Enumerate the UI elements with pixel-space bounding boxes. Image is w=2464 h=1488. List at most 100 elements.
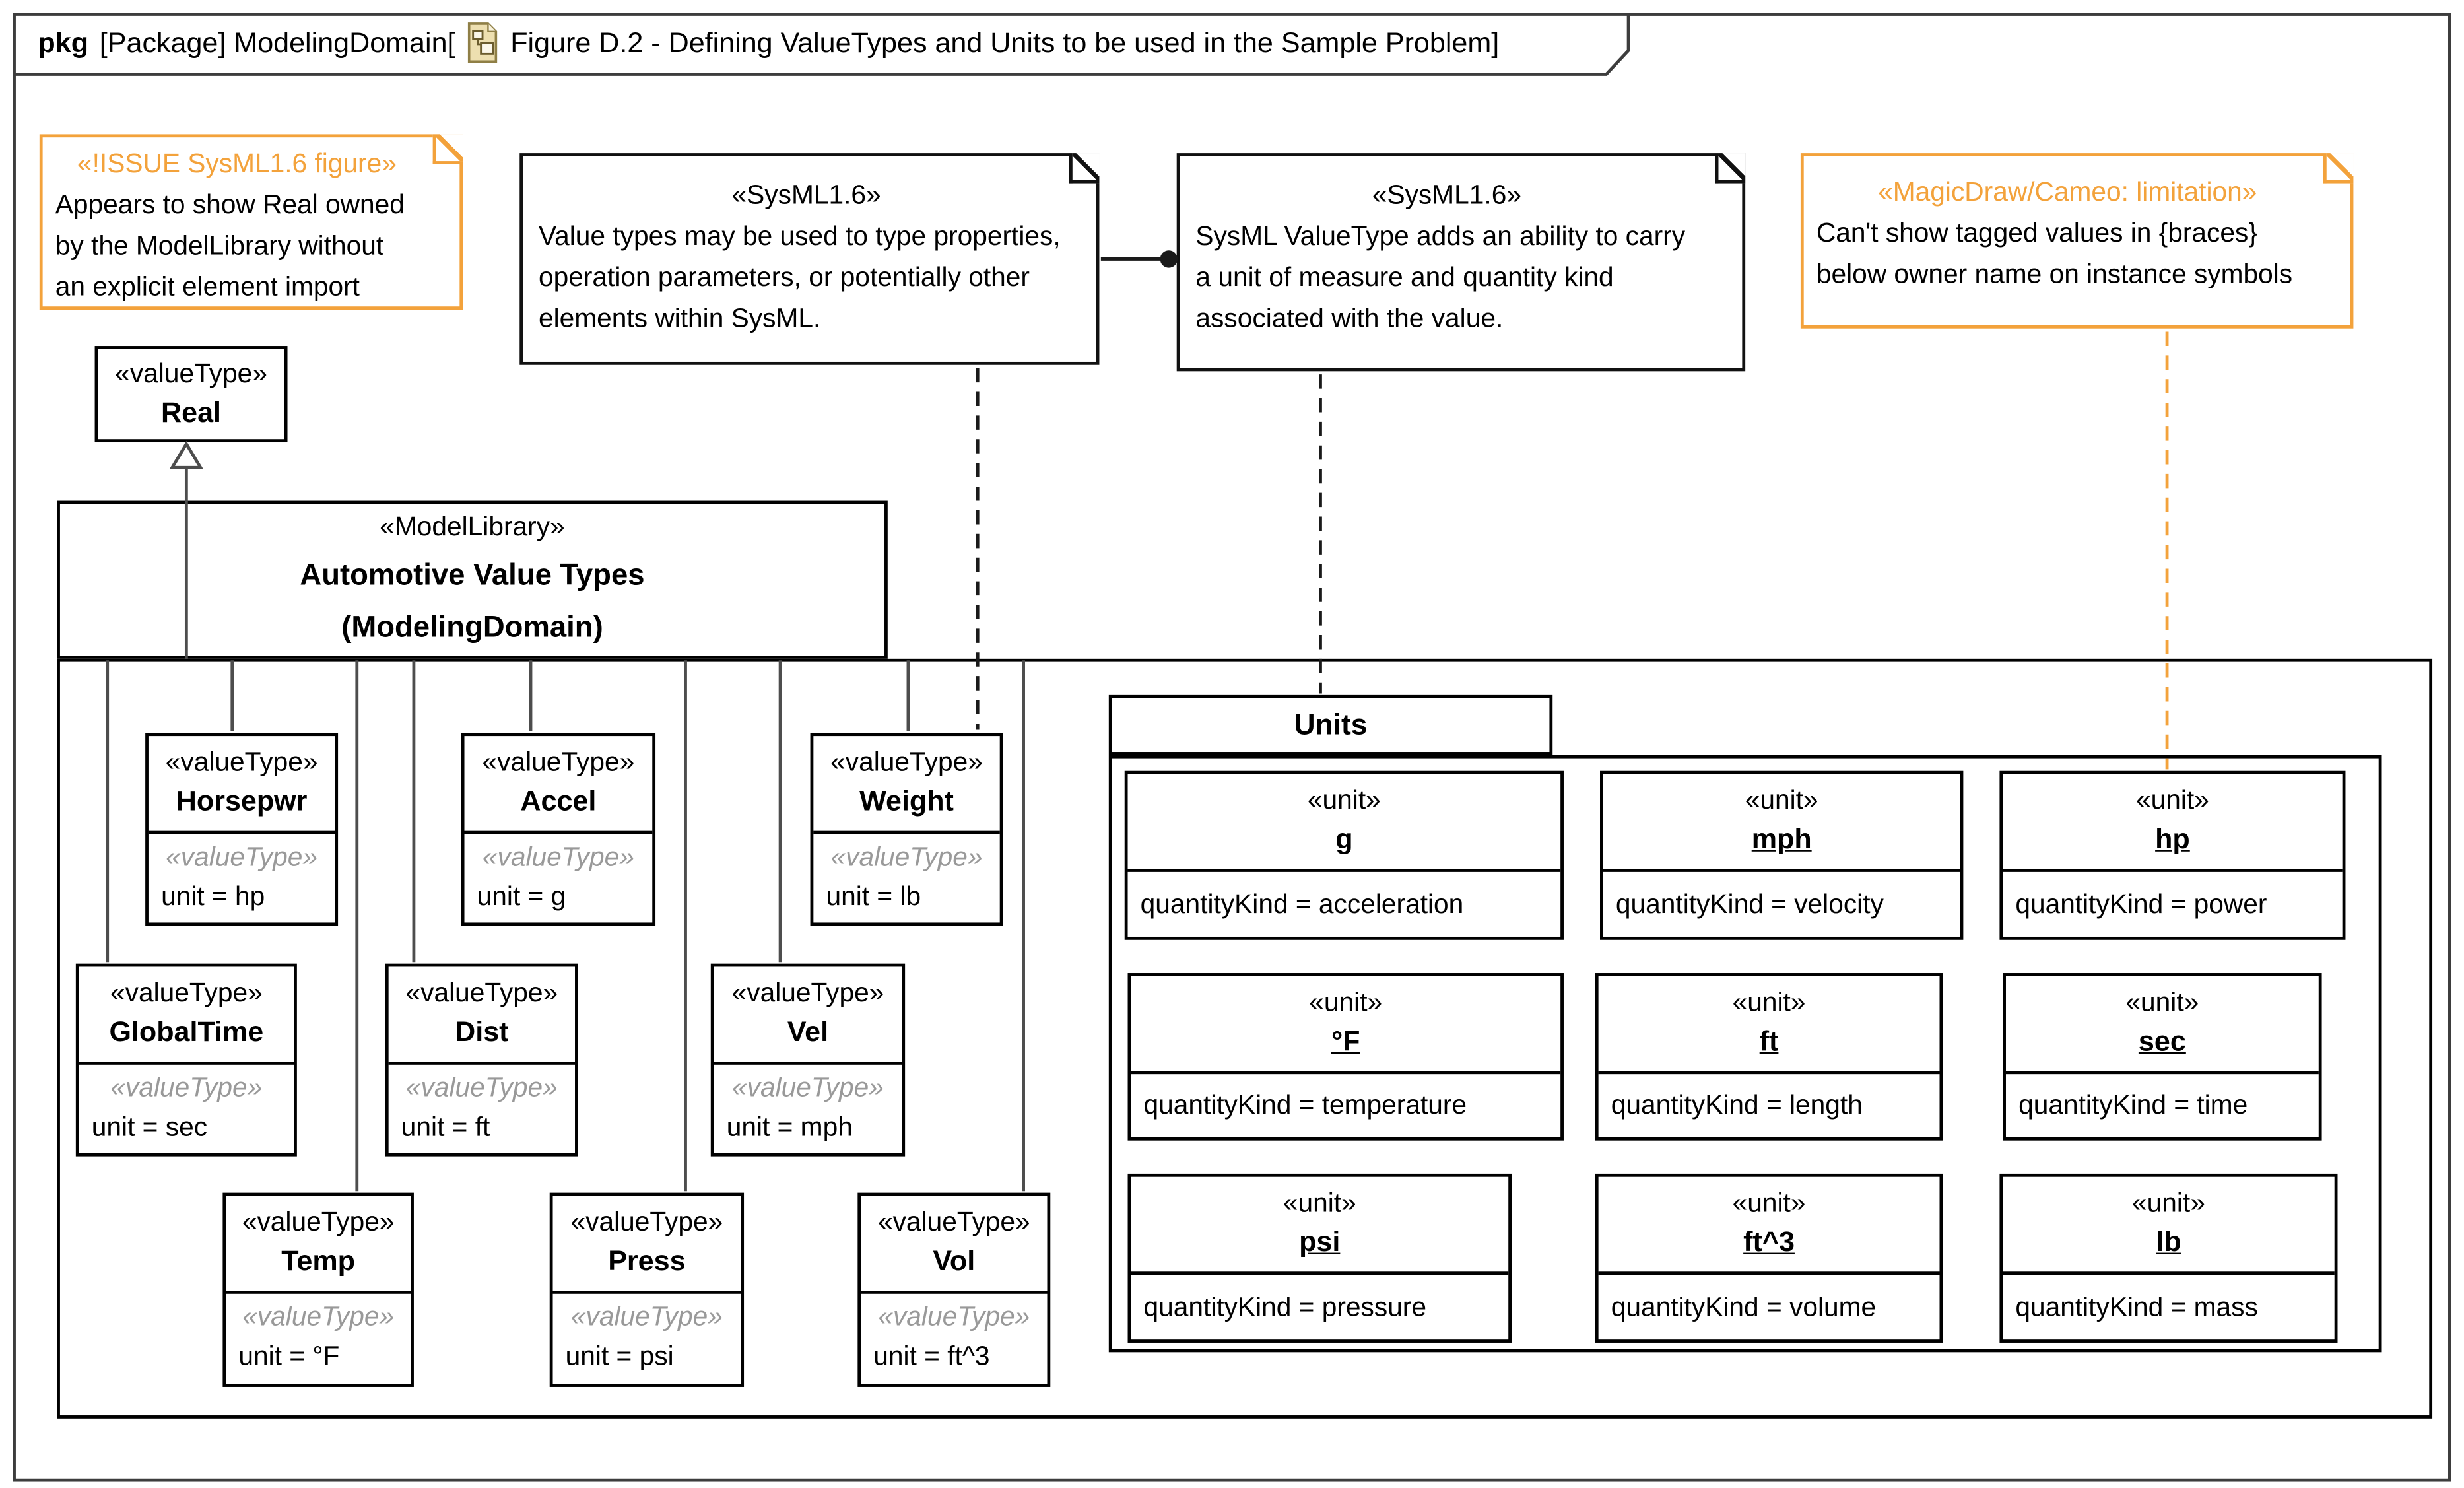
unit-name: psi — [1299, 1225, 1341, 1258]
unit-name: hp — [2155, 823, 2190, 855]
stereotype-label: «unit» — [2135, 785, 2209, 815]
stereotype-label: «valueType» — [570, 1207, 723, 1237]
modellibrary-qualifier: (ModelingDomain) — [341, 611, 603, 645]
stereotype-label: «valueType» — [405, 978, 558, 1008]
stereotype-label: «valueType» — [165, 747, 318, 778]
stereotype-label: «valueType» — [242, 1207, 395, 1237]
valuetype-name: Weight — [859, 785, 954, 817]
unit-hp[interactable]: «unit» hp quantityKind = power — [1999, 770, 2346, 940]
valuetype-name: Press — [608, 1244, 686, 1277]
applied-stereotype-label: «valueType» — [110, 1072, 263, 1103]
applied-stereotype-label: «valueType» — [405, 1072, 558, 1103]
class-real[interactable]: «valueType» Real — [94, 346, 288, 443]
valuetype-horsepwr[interactable]: «valueType» Horsepwr «valueType» unit = … — [145, 733, 339, 926]
note-limitation[interactable]: «MagicDraw/Cameo: limitation» Can't show… — [1800, 153, 2354, 329]
unit-name: g — [1335, 823, 1353, 855]
valuetype-name: Horsepwr — [176, 785, 308, 817]
quantitykind-tag: quantityKind = temperature — [1143, 1090, 1467, 1120]
quantitykind-tag: quantityKind = volume — [1611, 1291, 1877, 1322]
unit-lb[interactable]: «unit» lb quantityKind = mass — [1999, 1173, 2338, 1343]
diagram-context-label: [Package] ModelingDomain[ — [99, 26, 455, 58]
valuetype-accel[interactable]: «valueType» Accel «valueType» unit = g — [461, 733, 656, 926]
note-issue[interactable]: «!ISSUE SysML1.6 figure» Appears to show… — [39, 134, 463, 310]
note-sysml-usage-stereotype: «SysML1.6» — [731, 180, 881, 211]
stereotype-label: «valueType» — [830, 747, 983, 778]
stereotype-label: «unit» — [2132, 1188, 2205, 1218]
valuetype-name: Accel — [520, 785, 597, 817]
valuetype-name: Vel — [787, 1015, 829, 1048]
unit-name: °F — [1331, 1025, 1360, 1057]
class-real-name: Real — [161, 395, 222, 428]
unit-tag: unit = sec — [91, 1112, 208, 1143]
valuetype-globaltime[interactable]: «valueType» GlobalTime «valueType» unit … — [75, 963, 297, 1157]
valuetype-vol[interactable]: «valueType» Vol «valueType» unit = ft^3 — [857, 1192, 1051, 1387]
stereotype-label: «unit» — [2125, 987, 2199, 1018]
unit-name: ft^3 — [1743, 1225, 1795, 1258]
unit-g[interactable]: «unit» g quantityKind = acceleration — [1124, 770, 1564, 940]
unit-tag: unit = hp — [161, 881, 265, 912]
note-sysml-valuetype-stereotype: «SysML1.6» — [1372, 180, 1521, 211]
package-units-name[interactable]: Units — [1108, 694, 1553, 755]
modellibrary-name: Automotive Value Types — [300, 559, 645, 593]
applied-stereotype-label: «valueType» — [166, 842, 318, 872]
applied-stereotype-label: «valueType» — [570, 1301, 723, 1332]
unit-ft[interactable]: «unit» ft quantityKind = length — [1595, 973, 1943, 1141]
unit-tag: unit = ft — [401, 1112, 490, 1143]
unit-sec[interactable]: «unit» sec quantityKind = time — [2003, 973, 2322, 1141]
stereotype-label: «valueType» — [731, 978, 884, 1008]
unit-tag: unit = psi — [565, 1341, 674, 1372]
note-issue-body: Appears to show Real owned by the ModelL… — [55, 189, 405, 302]
unit-tag: unit = °F — [238, 1341, 340, 1372]
unit-tag: unit = g — [477, 881, 566, 912]
note-sysml-valuetype[interactable]: «SysML1.6» SysML ValueType adds an abili… — [1176, 153, 1746, 372]
diagram-title: Figure D.2 - Defining ValueTypes and Uni… — [510, 26, 1500, 58]
stereotype-label: «valueType» — [877, 1207, 1030, 1237]
unit-name: mph — [1751, 823, 1812, 855]
stereotype-label: «valueType» — [482, 747, 635, 778]
stereotype-label: «unit» — [1732, 1188, 1806, 1218]
unit-tag: unit = mph — [726, 1112, 853, 1143]
applied-stereotype-label: «valueType» — [878, 1301, 1030, 1332]
valuetype-name: Vol — [933, 1244, 976, 1277]
note-sysml-valuetype-body: SysML ValueType adds an ability to carry… — [1195, 221, 1686, 333]
valuetype-name: Dist — [455, 1015, 509, 1048]
note-issue-stereotype: «!ISSUE SysML1.6 figure» — [77, 148, 397, 179]
note-sysml-usage[interactable]: «SysML1.6» Value types may be used to ty… — [519, 153, 1100, 365]
unit-mph[interactable]: «unit» mph quantityKind = velocity — [1600, 770, 1964, 940]
applied-stereotype-label: «valueType» — [482, 842, 634, 872]
units-package-title: Units — [1294, 708, 1368, 741]
applied-stereotype-label: «valueType» — [830, 842, 983, 872]
applied-stereotype-label: «valueType» — [731, 1072, 884, 1103]
diagram-tab-header: pkg [Package] ModelingDomain[ Figure D.2… — [13, 13, 1627, 73]
package-modellibrary-name[interactable]: «ModelLibrary» Automotive Value Types (M… — [57, 500, 888, 659]
note-limitation-body: Can't show tagged values in {braces} bel… — [1816, 218, 2293, 289]
stereotype-label: «unit» — [1309, 987, 1383, 1018]
unit-name: lb — [2156, 1225, 2181, 1258]
stereotype-label: «valueType» — [110, 978, 263, 1008]
unit-name: ft — [1759, 1025, 1779, 1057]
unit-psi[interactable]: «unit» psi quantityKind = pressure — [1127, 1173, 1512, 1343]
unit-tag: unit = lb — [826, 881, 921, 912]
package-diagram-icon — [468, 22, 498, 63]
quantitykind-tag: quantityKind = mass — [2015, 1291, 2258, 1322]
quantitykind-tag: quantityKind = power — [2015, 889, 2267, 919]
stereotype-label: «unit» — [1732, 987, 1806, 1018]
quantitykind-tag: quantityKind = velocity — [1615, 889, 1884, 919]
valuetype-press[interactable]: «valueType» Press «valueType» unit = psi — [549, 1192, 745, 1387]
modellibrary-stereotype: «ModelLibrary» — [380, 512, 565, 542]
quantitykind-tag: quantityKind = time — [2018, 1090, 2248, 1120]
valuetype-temp[interactable]: «valueType» Temp «valueType» unit = °F — [222, 1192, 414, 1387]
stereotype-label: «unit» — [1282, 1188, 1356, 1218]
quantitykind-tag: quantityKind = acceleration — [1140, 889, 1464, 919]
quantitykind-tag: quantityKind = pressure — [1143, 1291, 1427, 1322]
valuetype-vel[interactable]: «valueType» Vel «valueType» unit = mph — [710, 963, 906, 1157]
diagram-tab — [13, 13, 1630, 76]
applied-stereotype-label: «valueType» — [242, 1301, 395, 1332]
note-limitation-stereotype: «MagicDraw/Cameo: limitation» — [1878, 177, 2257, 207]
unit-ft3[interactable]: «unit» ft^3 quantityKind = volume — [1595, 1173, 1943, 1343]
valuetype-dist[interactable]: «valueType» Dist «valueType» unit = ft — [385, 963, 578, 1157]
valuetype-weight[interactable]: «valueType» Weight «valueType» unit = lb — [810, 733, 1003, 926]
valuetype-name: GlobalTime — [109, 1015, 264, 1048]
unit-degF[interactable]: «unit» °F quantityKind = temperature — [1127, 973, 1564, 1141]
